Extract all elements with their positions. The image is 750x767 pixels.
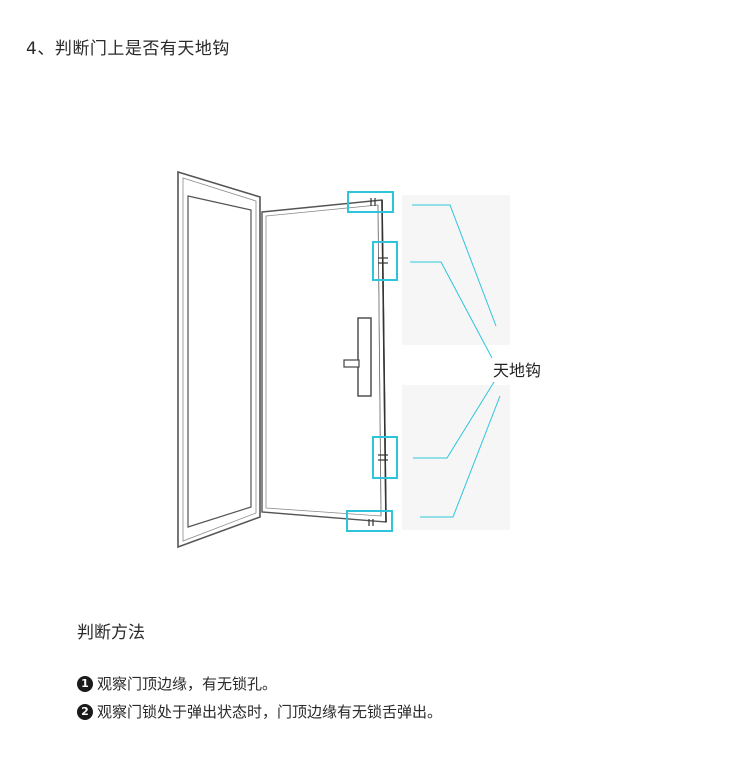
method-step-text: 观察门顶边缘，有无锁孔。 [97,675,278,693]
page-title: 4、判断门上是否有天地钩 [26,39,230,59]
door-handle [343,317,372,397]
method-step-2: 2 观察门锁处于弹出状态时，门顶边缘有无锁舌弹出。 [77,701,442,722]
right-door-leaf [261,199,387,523]
step-number-badge: 1 [77,675,93,692]
callout-panel-top [402,195,510,345]
callout-lines [410,204,501,518]
left-door-leaf [177,170,261,549]
top-hook-highlight [347,191,394,213]
lower-side-hook-highlight [372,436,398,479]
method-heading: 判断方法 [77,623,145,643]
bottom-hook-highlight [346,510,393,532]
method-step-text: 观察门锁处于弹出状态时，门顶边缘有无锁舌弹出。 [97,703,443,721]
step-number-badge: 2 [77,703,93,720]
upper-side-hook-highlight [372,241,398,281]
hook-highlights [346,191,398,532]
hook-callout-label: 天地钩 [493,361,541,380]
door-diagram: 天地钩 [177,170,541,549]
method-step-1: 1 观察门顶边缘，有无锁孔。 [77,673,277,694]
hook-marks [368,198,388,526]
